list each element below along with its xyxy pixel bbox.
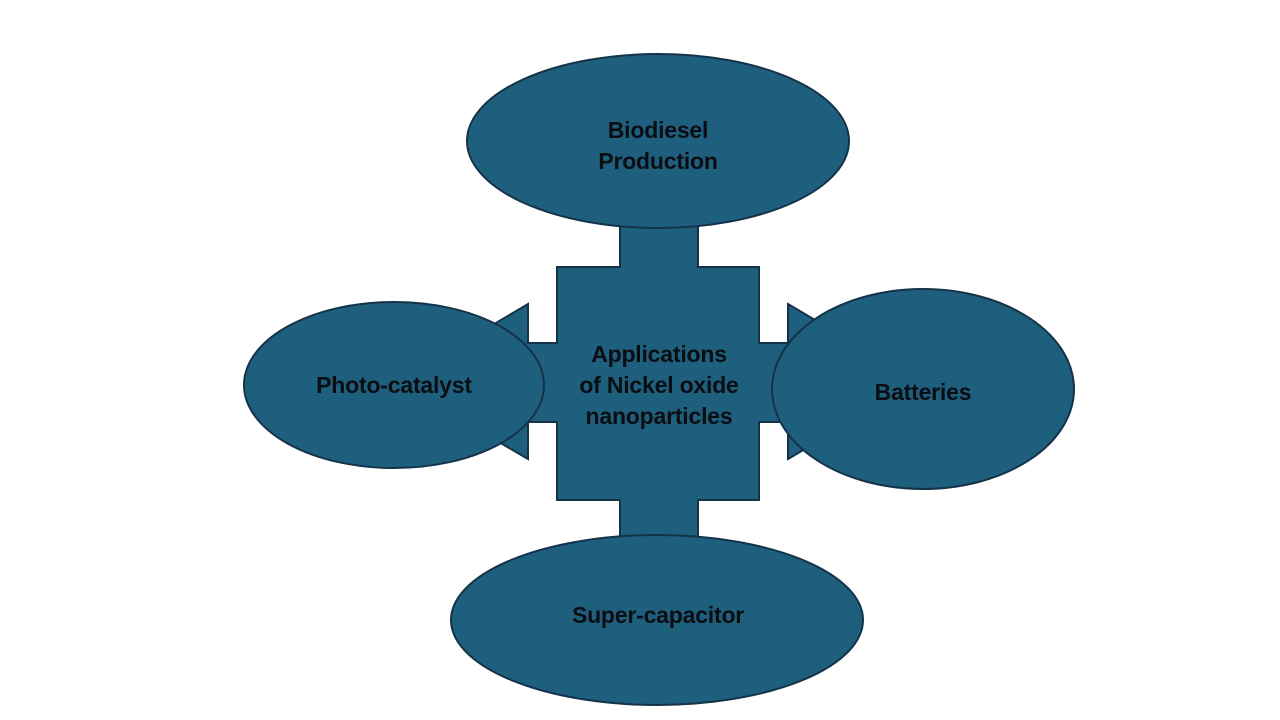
ellipse-super-capacitor: [450, 534, 864, 706]
node-label-line: Photo-catalyst: [316, 371, 472, 398]
ellipse-biodiesel-production: [466, 53, 850, 229]
center-label-applications: Applications of Nickel oxide nanoparticl…: [509, 338, 809, 433]
center-label-line: of Nickel oxide: [579, 372, 739, 398]
node-label-biodiesel-production: Biodiesel Production: [508, 100, 808, 192]
node-label-line: Production: [598, 148, 718, 174]
center-label-line: nanoparticles: [585, 403, 733, 429]
node-label-line: Super-capacitor: [571, 601, 745, 628]
ellipse-batteries: [771, 288, 1075, 490]
center-label-line: Applications: [591, 341, 727, 367]
node-label-batteries: Batteries: [773, 372, 1073, 412]
ellipse-photo-catalyst: [243, 301, 545, 469]
node-label-photo-catalyst: Photo-catalyst: [244, 365, 544, 405]
node-label-line: Batteries: [874, 378, 972, 405]
node-label-super-capacitor: Super-capacitor: [508, 595, 808, 635]
node-label-line: Biodiesel: [607, 117, 709, 143]
